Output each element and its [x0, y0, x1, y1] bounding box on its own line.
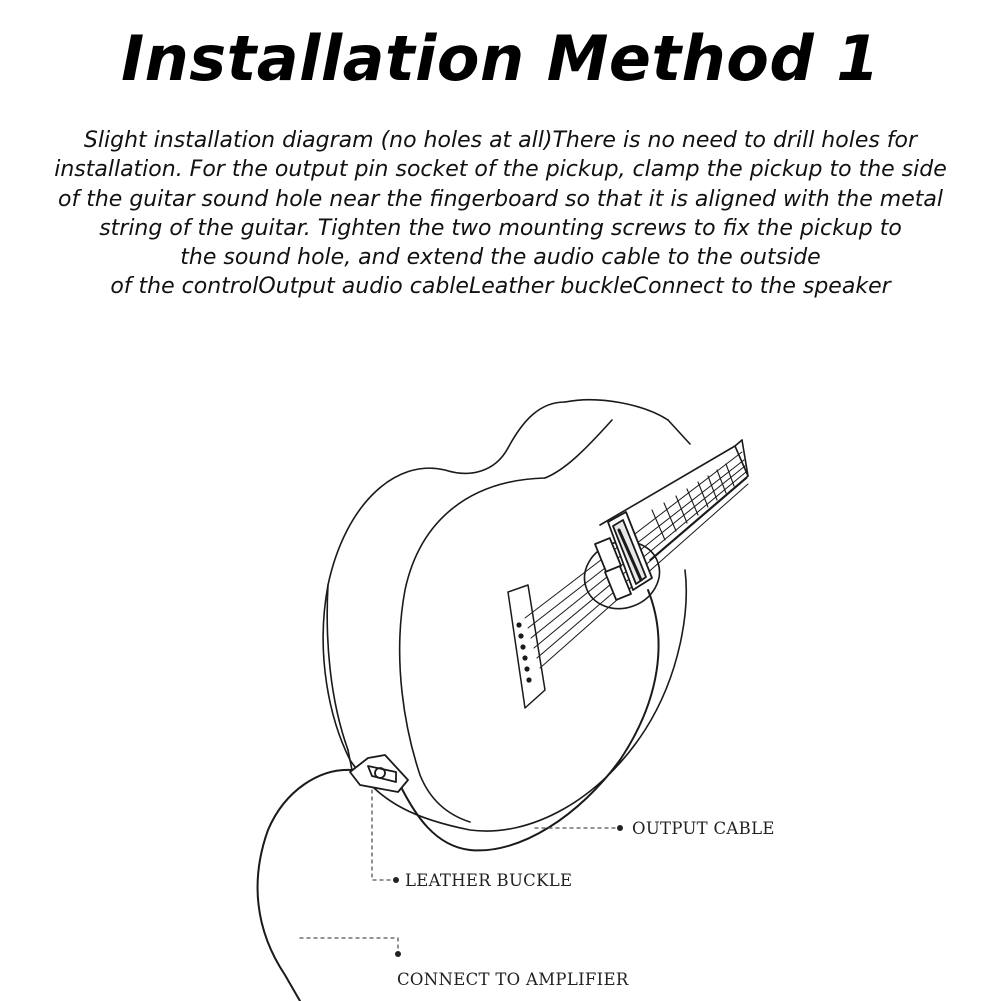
guitar-bridge — [507, 584, 546, 709]
output-cable-label: OUTPUT CABLE — [632, 819, 775, 838]
callout-dot — [393, 877, 399, 883]
callout-dot — [617, 825, 623, 831]
pickup — [594, 511, 653, 601]
leather-buckle — [349, 754, 409, 793]
guitar-neck — [599, 445, 749, 561]
guitar-fret — [686, 488, 699, 516]
guitar-top-edge — [398, 477, 546, 823]
guitar-body-side — [667, 419, 691, 445]
guitar-fret — [707, 475, 718, 501]
output-cable — [399, 589, 660, 852]
guitar-fret — [651, 509, 666, 541]
description-line: of the guitar sound hole near the finger… — [58, 186, 943, 212]
guitar-fret — [697, 481, 709, 508]
bridge-pin — [520, 644, 526, 650]
guitar-fret — [716, 469, 727, 494]
callout-dot — [395, 951, 401, 957]
leather-buckle-leader — [371, 789, 393, 881]
bridge-pin — [522, 655, 528, 661]
bridge-pin — [516, 622, 522, 628]
description-line: installation. For the output pin socket … — [54, 157, 947, 183]
guitar-neck — [741, 439, 749, 477]
description-line: the sound hole, and extend the audio cab… — [180, 245, 821, 271]
guitar-neck — [734, 439, 743, 447]
description-line: string of the guitar. Tighten the two mo… — [99, 215, 902, 241]
bridge-pin — [524, 666, 530, 672]
guitar-fret — [675, 495, 688, 524]
bridge-pin — [518, 633, 524, 639]
description-line: Slight installation diagram (no holes at… — [83, 128, 918, 153]
guitar-body-side — [347, 749, 353, 771]
guitar-body-outline — [322, 401, 687, 832]
guitar-body-side — [326, 584, 349, 751]
guitar-body-side — [564, 398, 669, 421]
guitar-body-side — [544, 419, 613, 479]
bridge-pin — [526, 677, 532, 683]
connect-amplifier-label: CONNECT TO AMPLIFIER — [397, 970, 629, 989]
page-title: Installation Method 1 — [121, 22, 880, 95]
description-line: of the controlOutput audio cableLeather … — [110, 274, 891, 300]
leather-buckle-label: LEATHER BUCKLE — [405, 871, 572, 890]
amplifier-cable — [256, 768, 353, 1001]
guitar-fret — [725, 463, 735, 487]
installation-description: Slight installation diagram (no holes at… — [10, 126, 991, 302]
amplifier-leader — [299, 937, 399, 951]
